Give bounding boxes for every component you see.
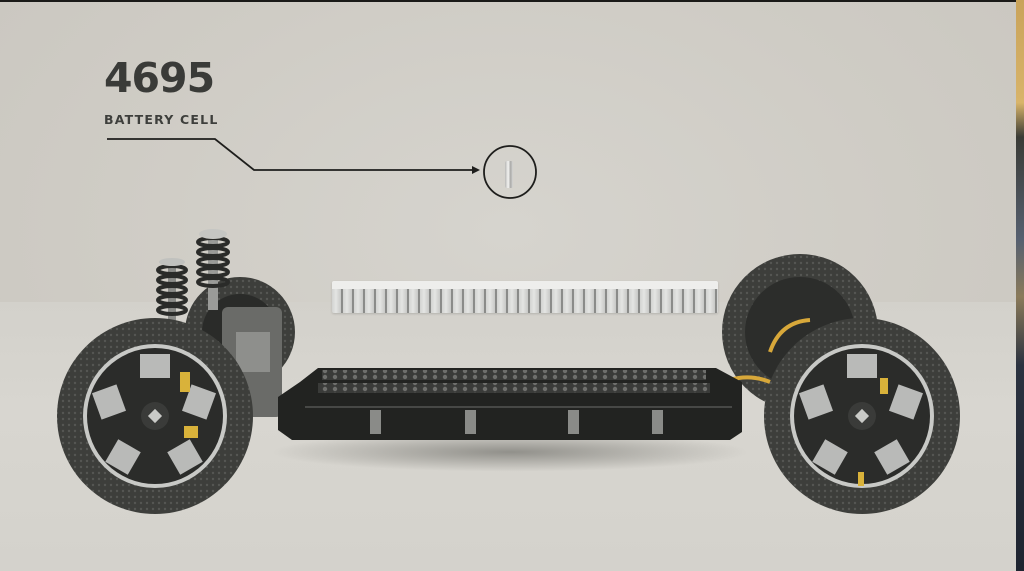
rear-wheel (764, 318, 960, 514)
adjacent-window-edge (1016, 0, 1024, 571)
front-suspension (156, 229, 230, 324)
battery-cell-module (332, 281, 718, 313)
front-wheel (57, 318, 253, 514)
cell-format-label: BATTERY CELL (104, 112, 219, 127)
battery-pack (278, 368, 742, 440)
cell-format-number: 4695 (104, 54, 215, 102)
cylindrical-battery-cell-icon (505, 161, 513, 188)
